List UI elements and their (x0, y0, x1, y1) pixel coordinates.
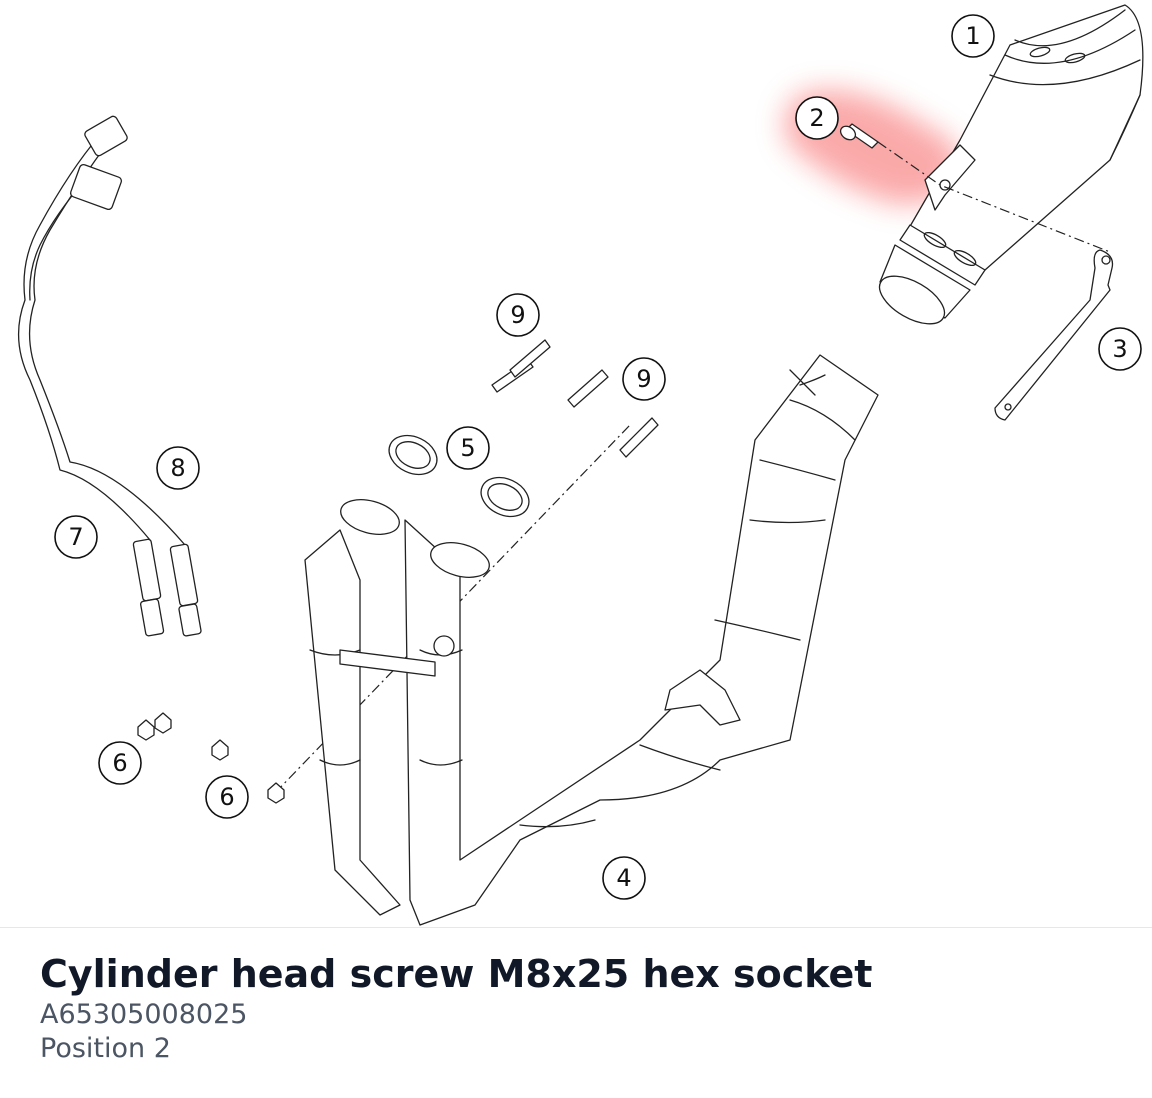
part-position: Position 2 (40, 1033, 171, 1064)
part-number: A65305008025 (40, 999, 248, 1030)
callout-label: 7 (68, 523, 83, 551)
callout-label: 1 (965, 22, 980, 50)
header-pipe-part-4[interactable] (304, 354, 879, 926)
callout-label: 2 (809, 104, 824, 132)
callout-2[interactable]: 2 (795, 96, 839, 140)
callout-6-left[interactable]: 6 (98, 741, 142, 785)
assembly-line-screw (877, 141, 1111, 253)
callout-label: 9 (510, 301, 525, 329)
callout-label: 6 (219, 783, 234, 811)
callout-6-right[interactable]: 6 (205, 775, 249, 819)
callout-label: 4 (616, 864, 631, 892)
screw-part-2[interactable] (838, 123, 879, 149)
part-title: Cylinder head screw M8x25 hex socket (40, 952, 873, 996)
callout-label: 9 (636, 365, 651, 393)
callout-label: 6 (112, 749, 127, 777)
part-info-panel: Cylinder head screw M8x25 hex socket A65… (40, 950, 1120, 1066)
silencer-part-1[interactable] (872, 4, 1144, 334)
callout-7[interactable]: 7 (54, 515, 98, 559)
callout-label: 8 (170, 454, 185, 482)
callout-9-right[interactable]: 9 (622, 357, 666, 401)
callout-label: 3 (1112, 335, 1127, 363)
callout-label: 5 (460, 434, 475, 462)
gasket-part-5[interactable] (383, 428, 536, 524)
exploded-parts-diagram: 1 2 3 4 5 6 6 7 8 9 9 (17, 4, 1144, 926)
sensor-harness-part-7[interactable] (17, 115, 202, 637)
callout-8[interactable]: 8 (156, 446, 200, 490)
callout-5[interactable]: 5 (446, 426, 490, 470)
bracket-part-3[interactable] (994, 249, 1114, 421)
callout-9-top[interactable]: 9 (496, 293, 540, 337)
callout-4[interactable]: 4 (602, 856, 646, 900)
callout-3[interactable]: 3 (1098, 327, 1142, 371)
nut-part-6[interactable] (137, 712, 285, 804)
stud-part-9[interactable] (491, 339, 659, 458)
section-divider (0, 927, 1152, 928)
callout-1[interactable]: 1 (951, 14, 995, 58)
